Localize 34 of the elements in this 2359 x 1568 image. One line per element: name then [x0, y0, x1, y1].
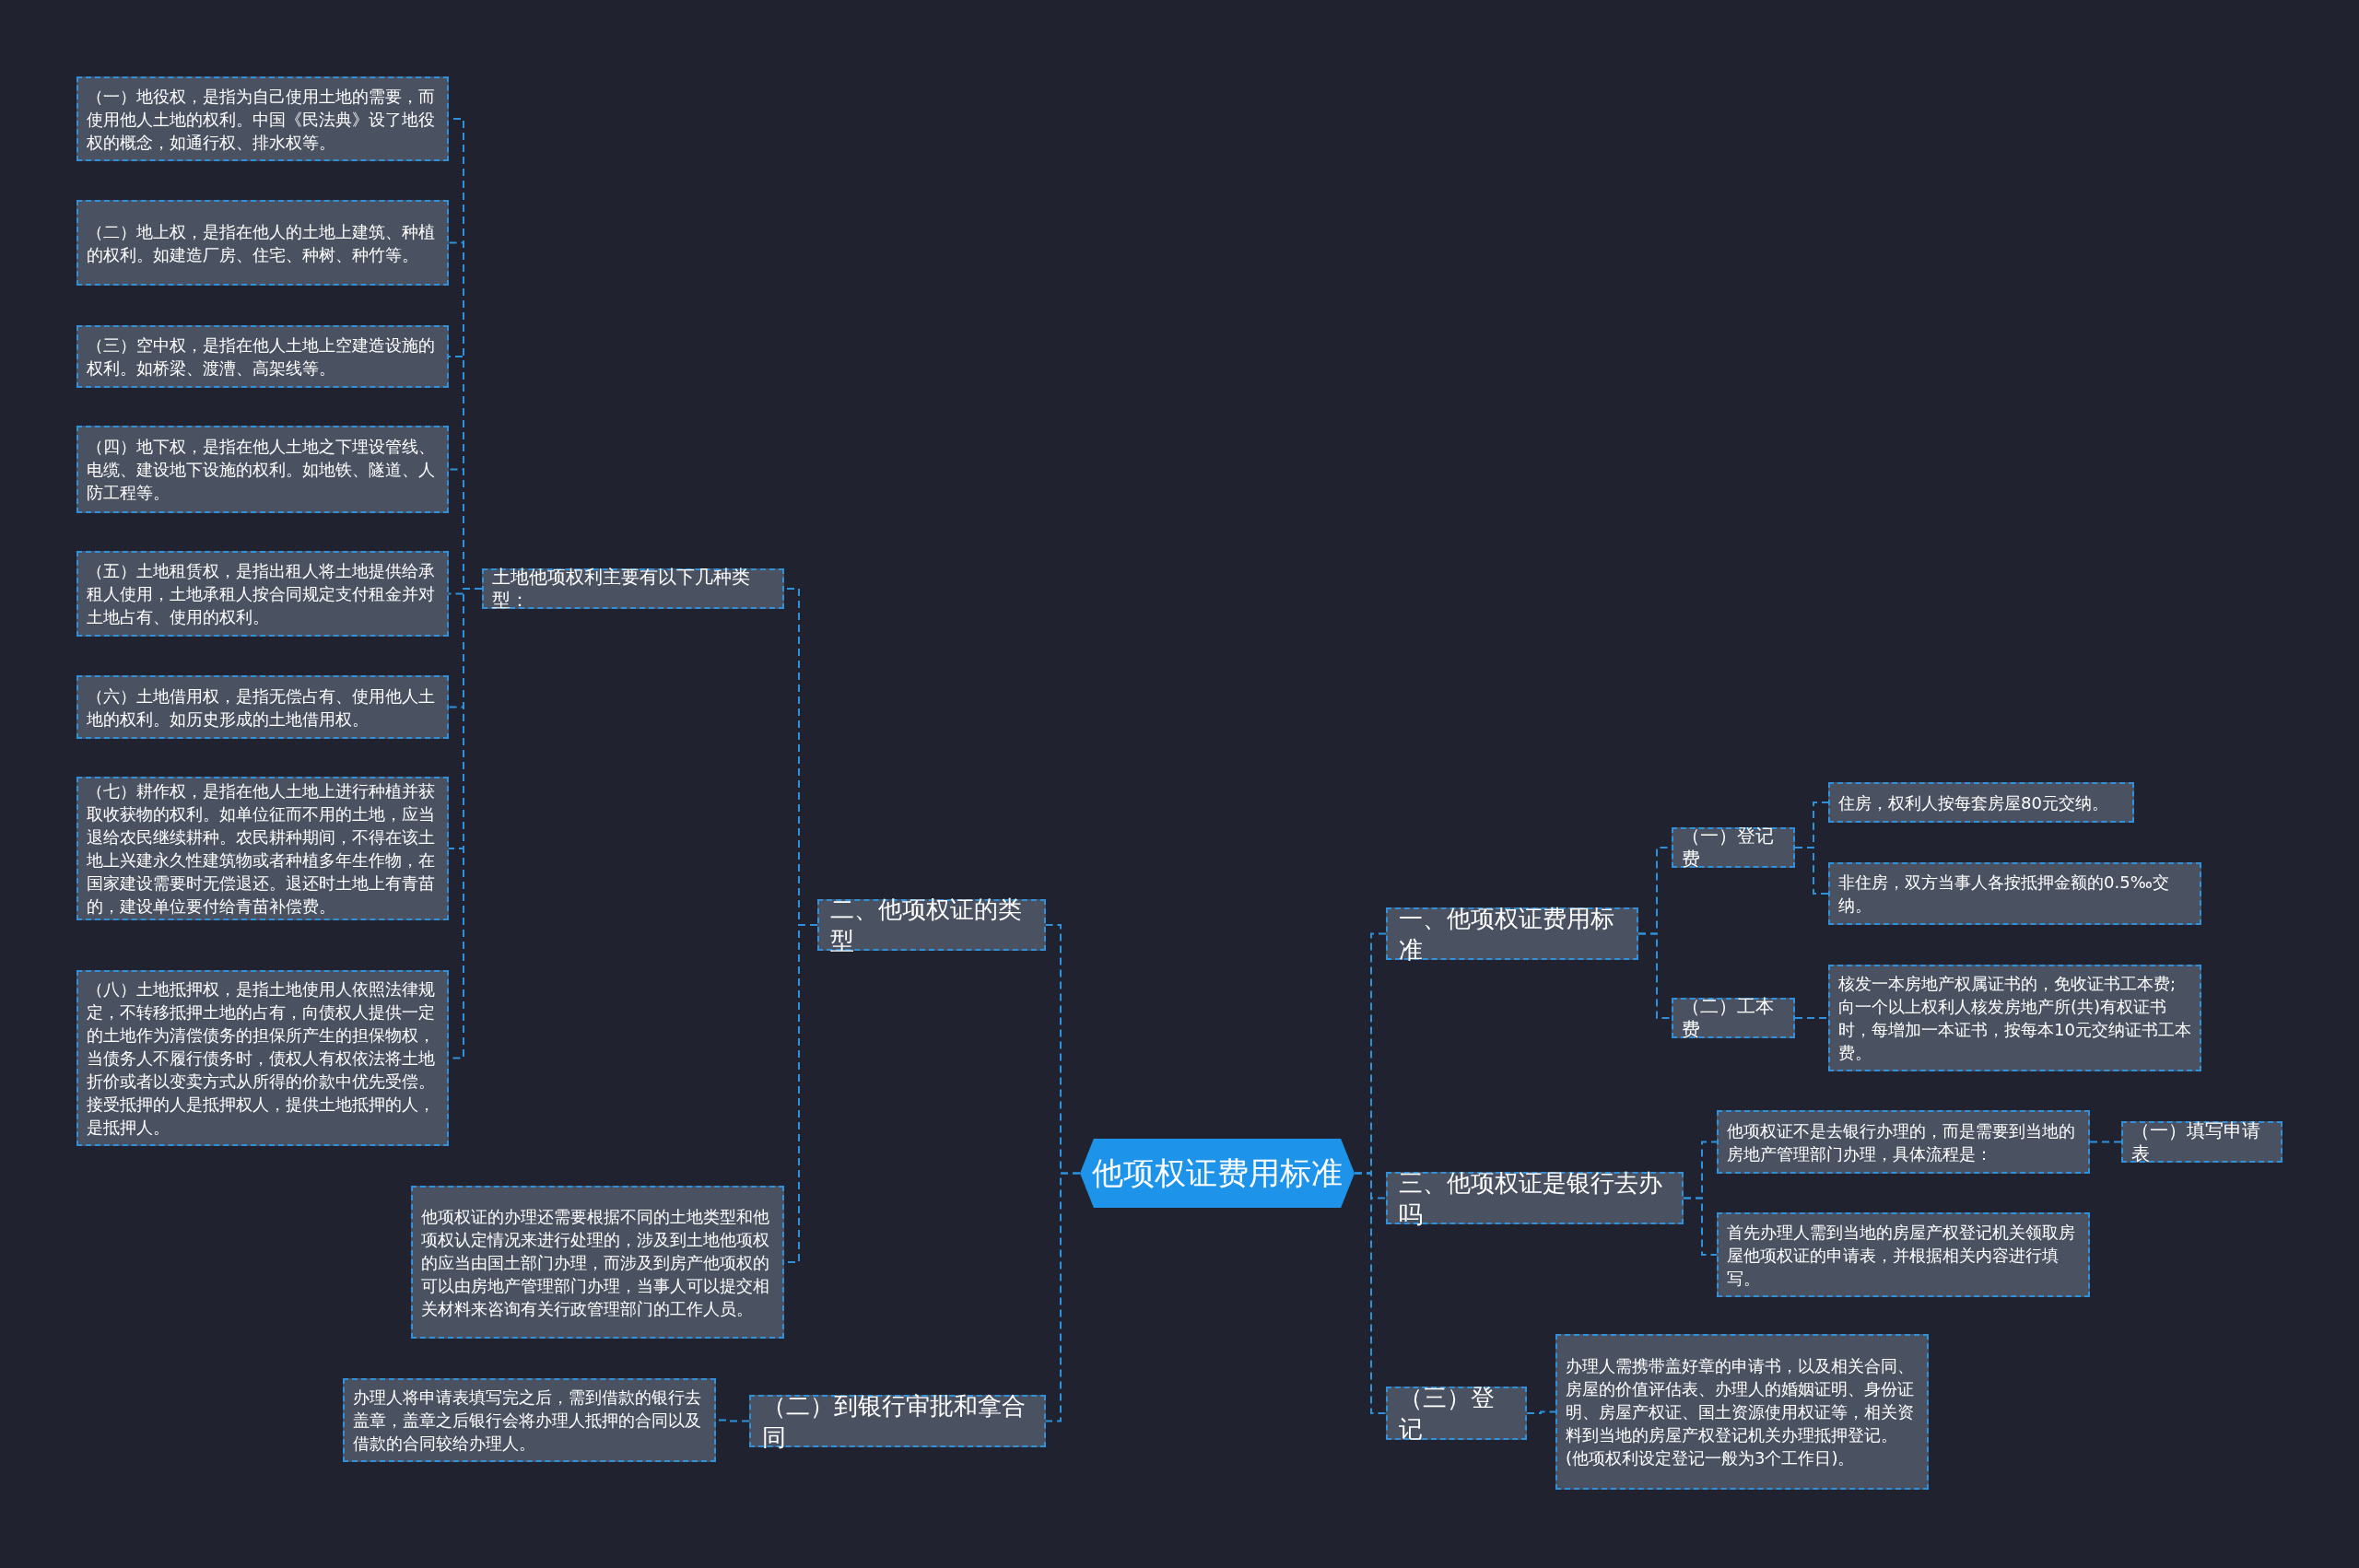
topic-box: （三）空中权，是指在他人土地上空建造设施的权利。如桥梁、渡漕、高架线等。: [76, 325, 449, 388]
topic-box: 核发一本房地产权属证书的，免收证书工本费;向一个以上权利人核发房地产所(共)有权证书时，每增加一本证书，按每本10元交纳证书工本费。: [1828, 965, 2201, 1071]
connector-line: [1354, 1172, 1387, 1414]
topic-box: （八）土地抵押权，是指土地使用人依照法律规定，不转移抵押土地的占有，向债权人提供一定的土地作为清偿债务的担保所产生的担保物权，当债务人不履行债务时，债权人有权依法将土地折价或者以变卖方式从所得的价款中优先受偿。接受抵押的人是抵押权人，提供土地抵押的人，是抵押人。: [76, 970, 449, 1146]
connector-line: [1794, 1017, 1829, 1019]
topic-box: 土地他项权利主要有以下几种类型：: [482, 568, 784, 609]
topic-box: 住房，权利人按每套房屋80元交纳。: [1828, 782, 2134, 823]
topic-box: 首先办理人需到当地的房屋产权登记机关领取房屋他项权证的申请表，并根据相关内容进行填写。: [1717, 1212, 2090, 1297]
topic-box: 一、他项权证费用标准: [1386, 907, 1638, 960]
connector-line: [1683, 1197, 1718, 1256]
topic-box: 三、他项权证是银行去办吗: [1386, 1172, 1684, 1224]
connector-line: [1045, 1172, 1081, 1422]
connector-line: [2089, 1141, 2122, 1143]
topic-box: （一）地役权，是指为自己使用土地的需要，而使用他人土地的权利。中国《民法典》设了地役权的概念，如通行权、排水权等。: [76, 76, 449, 161]
connector-line: [1526, 1410, 1556, 1414]
topic-box: （三）登记: [1386, 1387, 1527, 1440]
topic-box: （一）填写申请表: [2121, 1121, 2283, 1163]
connector-line: [1637, 932, 1672, 1019]
topic-box: 办理人需携带盖好章的申请书，以及相关合同、房屋的价值评估表、办理人的婚姻证明、身份证明、房屋产权证、国土资源使用权证等，相关资料到当地的房屋产权登记机关办理抵押登记。(他项权利设定登记一般为3个工作日)。: [1555, 1334, 1929, 1490]
topic-box: （四）地下权，是指在他人土地之下埋设管线、电缆、建设地下设施的权利。如地铁、隧道、人防工程等。: [76, 426, 449, 513]
topic-box: 非住房，双方当事人各按抵押金额的0.5‰交纳。: [1828, 862, 2201, 925]
topic-box: 办理人将申请表填写完之后，需到借款的银行去盖章，盖章之后银行会将办理人抵押的合同以及借款的合同较给办理人。: [343, 1378, 716, 1462]
connector-line: [1794, 847, 1829, 895]
topic-box: 他项权证的办理还需要根据不同的土地类型和他项权认定情况来进行处理的，涉及到土地他项权的应当由国土部门办理，而涉及到房产他项权的可以由房地产管理部门办理，当事人可以提交相关材料来咨询有关行政管理部门的工作人员。: [411, 1186, 784, 1339]
topic-box: （一）登记费: [1672, 827, 1795, 868]
topic-box: （二）地上权，是指在他人的土地上建筑、种植的权利。如建造厂房、住宅、种树、种竹等。: [76, 200, 449, 286]
topic-box: （二）工本费: [1672, 998, 1795, 1038]
topic-box: （二）到银行审批和拿合同: [749, 1395, 1046, 1447]
topic-box: 他项权证不是去银行办理的，而是需要到当地的房地产管理部门办理，具体流程是：: [1717, 1110, 2090, 1174]
central-topic: 他项权证费用标准: [1080, 1139, 1355, 1208]
topic-box: 二、他项权证的类型: [817, 899, 1046, 951]
topic-box: （七）耕作权，是指在他人土地上进行种植并获取收获物的权利。如单位征而不用的土地，应当退给农民继续耕种。农民耕种期间，不得在该土地上兴建永久性建筑物或者种植多年生作物，在国家建设需要时无偿退还。退还时土地上有青苗的，建设单位要付给青苗补偿费。: [76, 777, 449, 920]
topic-box: （六）土地借用权，是指无偿占有、使用他人土地的权利。如历史形成的土地借用权。: [76, 675, 449, 739]
topic-box: （五）土地租赁权，是指出租人将土地提供给承租人使用，土地承租人按合同规定支付租金并对土地占有、使用的权利。: [76, 551, 449, 637]
